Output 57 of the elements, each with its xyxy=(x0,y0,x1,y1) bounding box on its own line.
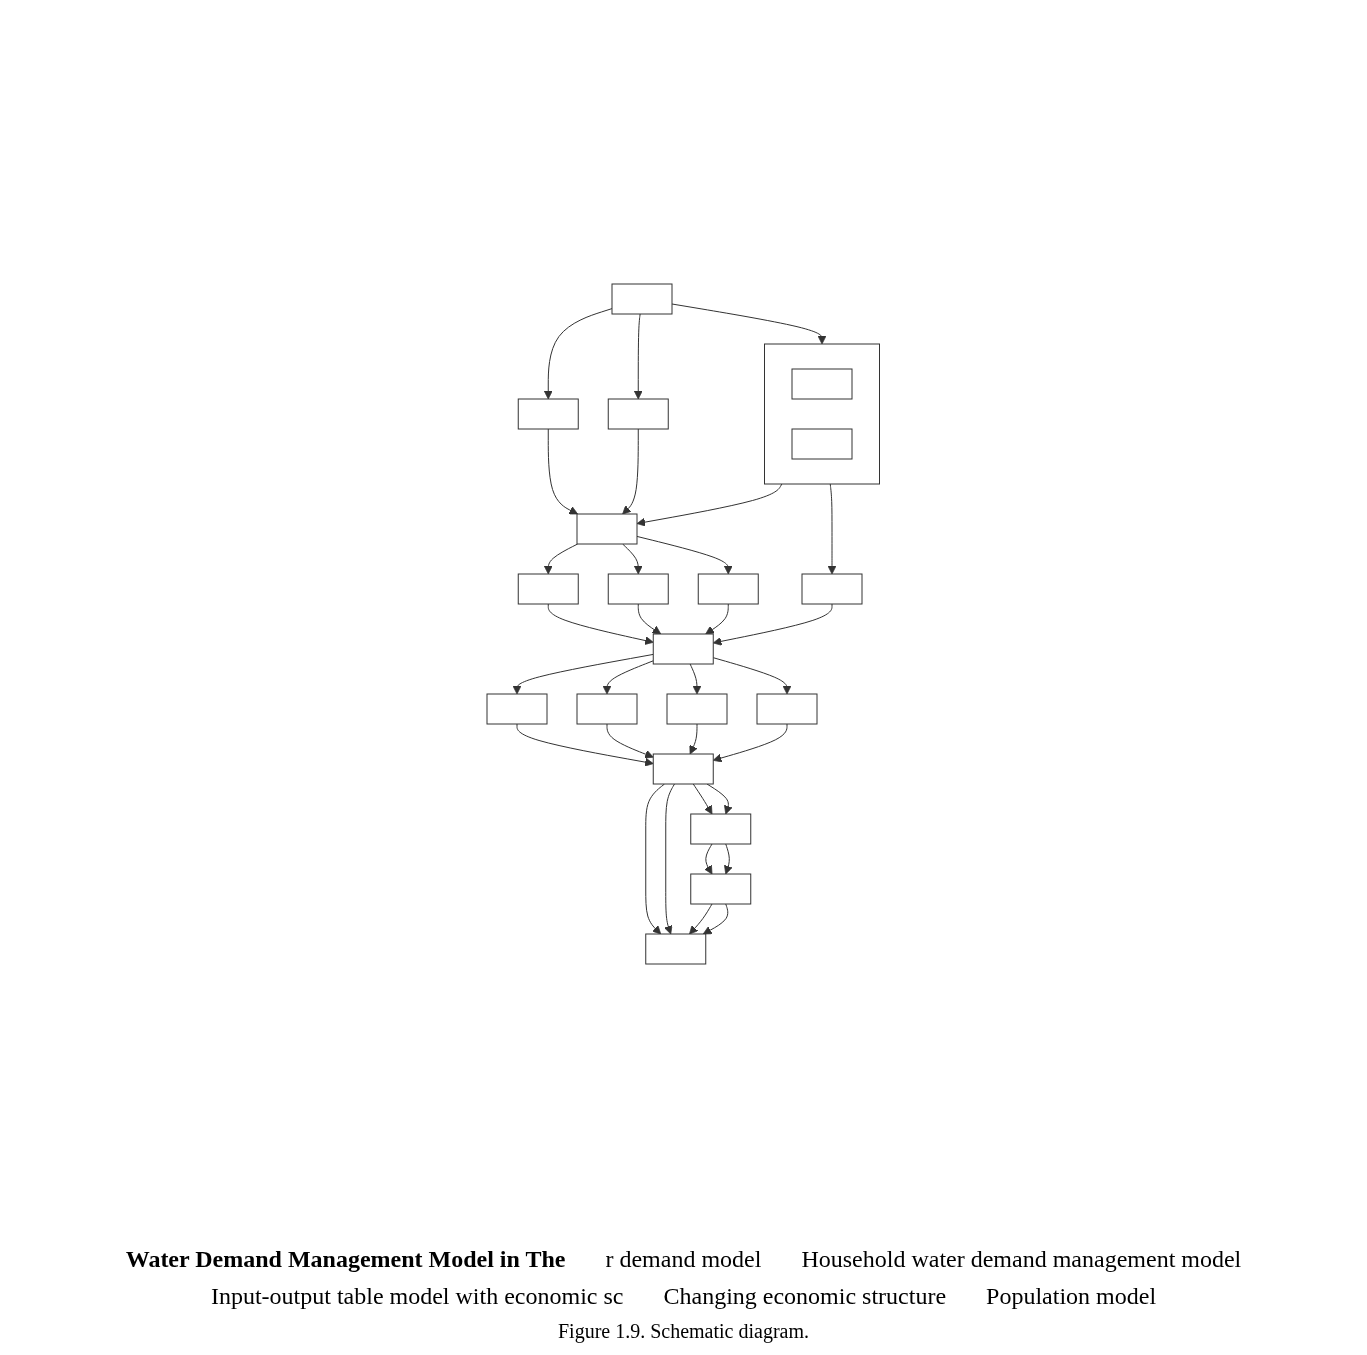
arrow xyxy=(622,543,643,575)
arrow xyxy=(713,657,792,695)
arrow xyxy=(689,723,698,755)
node-box xyxy=(486,693,548,725)
text-label: Water Demand Management Model in The xyxy=(125,1246,566,1273)
arrow xyxy=(713,603,833,646)
arrow xyxy=(544,543,579,575)
text-label: Changing economic structure xyxy=(663,1283,947,1310)
node-box xyxy=(698,573,759,605)
arrow xyxy=(671,303,827,345)
node-box xyxy=(791,368,853,400)
arrow xyxy=(516,723,654,767)
node-box xyxy=(608,398,669,430)
arrow xyxy=(664,783,676,935)
cluster xyxy=(764,343,881,485)
arrow xyxy=(544,308,613,400)
arrow xyxy=(606,723,654,759)
node-box xyxy=(791,428,853,460)
arrow xyxy=(706,783,733,815)
text-label: r demand model xyxy=(605,1246,762,1273)
node-box xyxy=(666,693,728,725)
arrow xyxy=(634,313,643,400)
text-label: Input-output table model with economic sc xyxy=(210,1283,624,1310)
node-box xyxy=(518,573,579,605)
arrow xyxy=(689,663,702,695)
node-box xyxy=(690,873,752,905)
node-box xyxy=(576,693,638,725)
node-box xyxy=(653,633,714,665)
arrow xyxy=(689,903,713,935)
arrow xyxy=(602,660,654,695)
node-box xyxy=(653,753,714,785)
arrow xyxy=(693,783,713,815)
arrow xyxy=(512,653,654,695)
arrow xyxy=(724,843,733,875)
node-box xyxy=(576,513,638,545)
arrow xyxy=(704,843,713,875)
arrow xyxy=(636,483,783,527)
arrow xyxy=(703,903,729,935)
arrow xyxy=(713,723,788,763)
node-box xyxy=(518,398,579,430)
node-box xyxy=(611,283,673,315)
figure-caption: Figure 1.9. Schematic diagram. xyxy=(557,1320,809,1343)
text-label: Household water demand management model xyxy=(801,1246,1242,1273)
text-label: Population model xyxy=(986,1283,1157,1310)
node-box xyxy=(690,813,752,845)
arrow xyxy=(638,603,662,635)
arrow xyxy=(622,428,639,515)
arrow xyxy=(548,428,579,515)
arrow xyxy=(645,783,666,935)
arrow xyxy=(827,483,837,575)
node-box xyxy=(801,573,863,605)
arrow xyxy=(636,535,733,575)
arrow xyxy=(548,603,654,645)
node-box xyxy=(756,693,818,725)
node-box xyxy=(645,933,707,965)
arrow xyxy=(705,603,729,635)
node-box xyxy=(608,573,669,605)
